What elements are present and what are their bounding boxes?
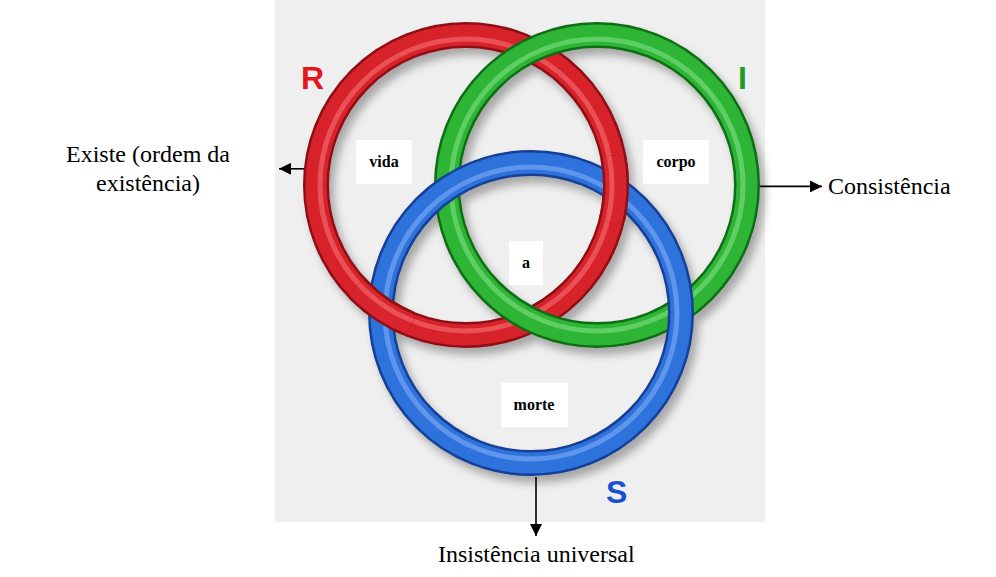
region-box: morte (501, 383, 568, 427)
ring-letter: R (301, 59, 324, 97)
region-name: morte (514, 395, 555, 414)
callout-text: Existe (ordem da existência) (23, 140, 273, 198)
ring-letter: S (606, 473, 627, 511)
ring-letter: I (738, 59, 747, 97)
region-name: a (522, 253, 530, 272)
region-box: a (509, 241, 543, 285)
callout-text: Consistência (828, 172, 951, 201)
blue-ring (381, 163, 681, 463)
region-name: corpo (656, 152, 695, 171)
leader-arrow (535, 477, 537, 536)
background-panel (275, 0, 765, 522)
region-name: vida (369, 152, 398, 171)
region-box: vida (356, 140, 412, 184)
region-box: corpo (643, 140, 709, 184)
red-ring-crossing (316, 35, 616, 335)
leader-arrow (760, 186, 822, 188)
leader-arrow (279, 168, 304, 170)
callout-text: Insistência universal (438, 540, 635, 569)
